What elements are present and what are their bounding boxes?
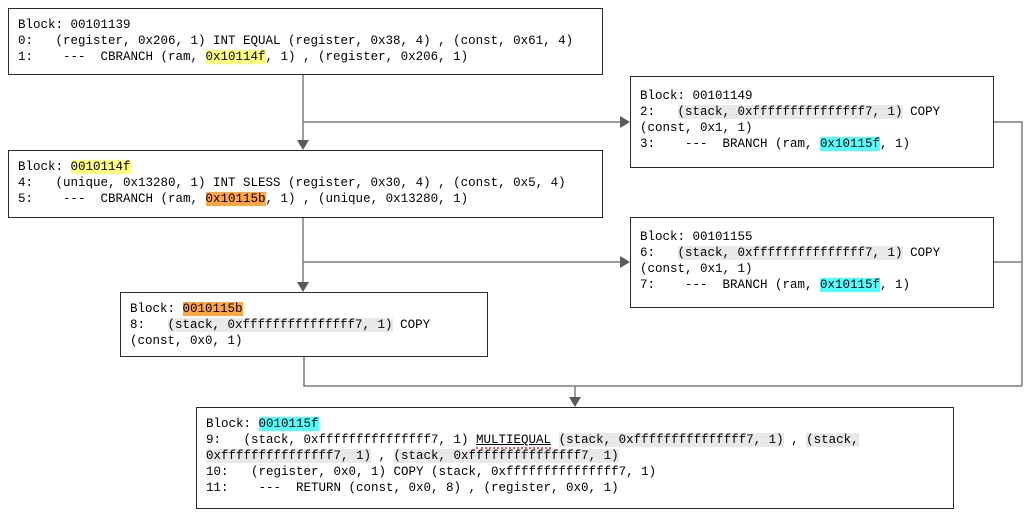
pcode-line: 6: (stack, 0xfffffffffffffff7, 1) COPY — [640, 245, 984, 261]
arrowhead-into-d — [620, 256, 630, 268]
edge-e-to-rail — [303, 357, 1022, 387]
arrowhead-into-e — [297, 282, 309, 292]
pcode-text: Block: — [130, 302, 183, 316]
varnode-token-stack[interactable]: (stack, 0xfffffffffffffff7, 1) — [558, 433, 784, 447]
arrowhead-into-f — [569, 397, 581, 407]
varnode-token-stack[interactable]: (stack, — [806, 433, 859, 447]
block-address-0010114f[interactable]: 0010114f — [70, 160, 131, 174]
pcode-text: Block: 00101149 — [640, 89, 753, 103]
pcode-text: 1: --- CBRANCH (ram, — [18, 50, 206, 64]
pcode-text: COPY — [902, 105, 941, 119]
pcode-text: Block: — [18, 160, 71, 174]
pcode-text: 0: (register, 0x206, 1) INT EQUAL (regis… — [18, 34, 574, 48]
pcode-text: COPY — [902, 246, 941, 260]
pcode-text — [551, 433, 559, 447]
pcode-text: Block: 00101155 — [640, 230, 753, 244]
arrowhead-into-b — [297, 140, 309, 150]
pcode-text: 9: (stack, 0xfffffffffffffff7, 1) — [206, 433, 477, 447]
pcode-text: 5: --- CBRANCH (ram, — [18, 192, 206, 206]
pcode-text: 7: --- BRANCH (ram, — [640, 278, 821, 292]
varnode-token-stack[interactable]: (stack, 0xfffffffffffffff7, 1) — [167, 318, 393, 332]
pcode-line: (const, 0x0, 1) — [130, 333, 478, 349]
pcode-text: 10: (register, 0x0, 1) COPY (stack, 0xff… — [206, 465, 657, 479]
pcode-text: , — [783, 433, 807, 447]
pcode-text: COPY — [392, 318, 431, 332]
pcode-line: 10: (register, 0x0, 1) COPY (stack, 0xff… — [206, 464, 944, 480]
varnode-token-stack[interactable]: (stack, 0xfffffffffffffff7, 1) — [677, 246, 903, 260]
pcode-line: 9: (stack, 0xfffffffffffffff7, 1) MULTIE… — [206, 432, 944, 449]
pcode-text: (const, 0x1, 1) — [640, 262, 753, 276]
varnode-token-stack[interactable]: 0xfffffffffffffff7, 1) — [206, 449, 372, 463]
pcode-line: Block: 00101155 — [640, 229, 984, 245]
edge-c-to-rail — [994, 121, 1023, 386]
pcode-line: 2: (stack, 0xfffffffffffffff7, 1) COPY — [640, 104, 984, 120]
pcode-line: Block: 0010115f — [206, 416, 944, 432]
address-token-0x10114f[interactable]: 0x10114f — [205, 50, 266, 64]
pcode-text: Block: — [206, 417, 259, 431]
pcode-line: 8: (stack, 0xfffffffffffffff7, 1) COPY — [130, 317, 478, 333]
pcode-text: 3: --- BRANCH (ram, — [640, 137, 821, 151]
block-address-0010115b[interactable]: 0010115b — [182, 302, 243, 316]
op-multiequal[interactable]: MULTIEQUAL — [476, 433, 552, 449]
address-token-0x10115f[interactable]: 0x10115f — [820, 278, 881, 292]
pcode-text: 8: — [130, 318, 168, 332]
pcode-line: (const, 0x1, 1) — [640, 261, 984, 277]
pcode-text: Block: 00101139 — [18, 18, 131, 32]
pcode-text: 11: --- RETURN (const, 0x0, 8) , (regist… — [206, 481, 619, 495]
pcode-text: 2: — [640, 105, 678, 119]
pcode-text: (const, 0x1, 1) — [640, 121, 753, 135]
varnode-token-stack[interactable]: (stack, 0xfffffffffffffff7, 1) — [393, 449, 619, 463]
address-token-0x10115b[interactable]: 0x10115b — [205, 192, 266, 206]
pcode-line: (const, 0x1, 1) — [640, 120, 984, 136]
block-address-0010115f[interactable]: 0010115f — [258, 417, 319, 431]
pcode-line: 5: --- CBRANCH (ram, 0x10115b, 1) , (uni… — [18, 191, 593, 207]
address-token-0x10115f[interactable]: 0x10115f — [820, 137, 881, 151]
pcode-line: 4: (unique, 0x13280, 1) INT SLESS (regis… — [18, 175, 593, 191]
pcode-line: Block: 00101149 — [640, 88, 984, 104]
varnode-token-stack[interactable]: (stack, 0xfffffffffffffff7, 1) — [677, 105, 903, 119]
pcode-line: Block: 00101139 — [18, 17, 593, 33]
pcode-line: 11: --- RETURN (const, 0x0, 8) , (regist… — [206, 480, 944, 496]
pcode-line: 1: --- CBRANCH (ram, 0x10114f, 1) , (reg… — [18, 49, 593, 65]
pcode-line: 7: --- BRANCH (ram, 0x10115f, 1) — [640, 277, 984, 293]
pcode-text: , 1) — [880, 278, 911, 292]
pcode-text: , — [371, 449, 394, 463]
pcode-line: Block: 0010115b — [130, 301, 478, 317]
pcode-text: , 1) , (register, 0x206, 1) — [265, 50, 469, 64]
pcode-line: Block: 0010114f — [18, 159, 593, 175]
pcode-text: 6: — [640, 246, 678, 260]
pcode-line: 3: --- BRANCH (ram, 0x10115f, 1) — [640, 136, 984, 152]
pcode-line: 0: (register, 0x206, 1) INT EQUAL (regis… — [18, 33, 593, 49]
pcode-text: , 1) , (unique, 0x13280, 1) — [265, 192, 469, 206]
pcode-text: , 1) — [880, 137, 911, 151]
pcode-text: 4: (unique, 0x13280, 1) INT SLESS (regis… — [18, 176, 566, 190]
pcode-block-00101139[interactable]: Block: 00101139 0: (register, 0x206, 1) I… — [8, 8, 603, 75]
pcode-line: 0xfffffffffffffff7, 1) , (stack, 0xfffff… — [206, 448, 944, 464]
arrowhead-into-c — [620, 116, 630, 128]
pcode-text: (const, 0x0, 1) — [130, 334, 243, 348]
